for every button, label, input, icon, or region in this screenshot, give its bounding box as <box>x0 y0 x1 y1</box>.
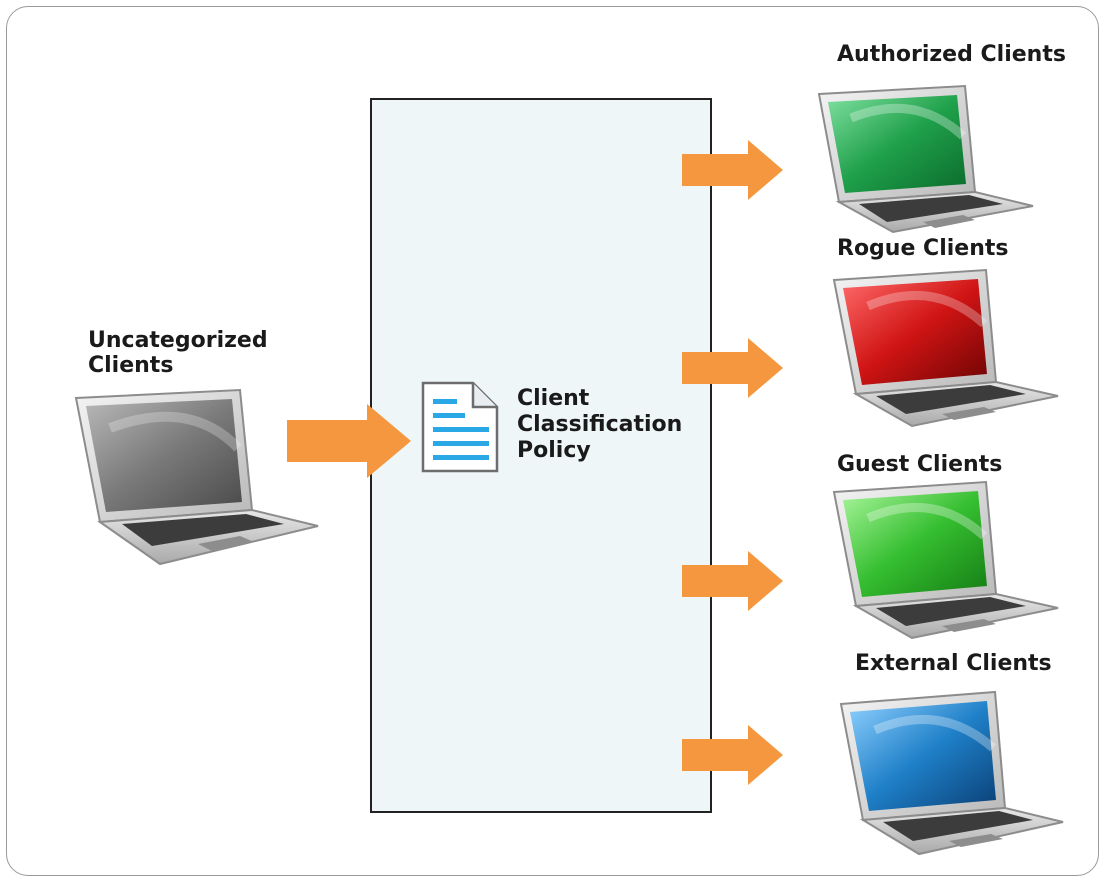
rogue-laptop-icon <box>832 268 1059 428</box>
rogue-arrow-icon <box>682 338 783 398</box>
external-arrow-icon <box>682 725 783 785</box>
guest-clients-label: Guest Clients <box>837 452 1003 477</box>
external-clients-label: External Clients <box>855 651 1052 676</box>
uncategorized-laptop-icon <box>74 388 319 566</box>
authorized-laptop-icon <box>817 84 1034 234</box>
authorized-arrow-icon <box>682 140 783 200</box>
policy-document-icon <box>421 381 499 473</box>
input-arrow-icon <box>287 404 411 478</box>
guest-arrow-icon <box>682 551 783 611</box>
guest-laptop-icon <box>832 480 1059 640</box>
rogue-clients-label: Rogue Clients <box>837 236 1009 261</box>
uncategorized-clients-label: Uncategorized Clients <box>88 328 268 378</box>
external-laptop-icon <box>839 690 1064 856</box>
policy-label: Client Classification Policy <box>517 386 683 463</box>
authorized-clients-label: Authorized Clients <box>837 42 1066 67</box>
